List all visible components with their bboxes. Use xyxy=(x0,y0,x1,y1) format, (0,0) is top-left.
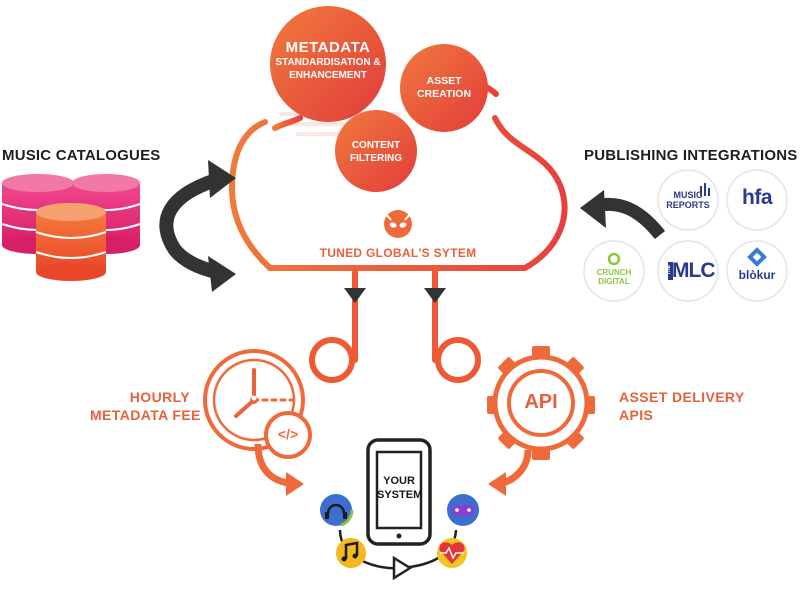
down-arrow-right xyxy=(424,288,446,303)
publishing-integrations-title: PUBLISHING INTEGRATIONS xyxy=(584,147,798,164)
asset-creation-circle xyxy=(400,44,488,132)
system-label: TUNED GLOBAL'S SYTEM xyxy=(319,246,477,260)
smartphone-icon xyxy=(366,438,432,546)
tuned-global-logo-icon xyxy=(384,210,412,238)
heart-rate-icon xyxy=(437,538,467,568)
music-reports-line1: MUSIC xyxy=(673,190,703,200)
hourly-line1: HOURLY xyxy=(129,389,190,405)
arrow-to-system-left xyxy=(254,443,304,496)
hourly-metadata-fee-label: HOURLY METADATA FEE xyxy=(90,388,201,424)
crunch-digital-logo-icon xyxy=(607,252,621,266)
clock-icon xyxy=(203,349,305,451)
the-mlc-logo-icon xyxy=(668,262,673,280)
metadata-circle xyxy=(270,6,386,122)
music-note-icon xyxy=(336,538,366,568)
bidirectional-arrow-icon xyxy=(159,160,236,292)
hourly-line2: METADATA FEE xyxy=(90,407,201,423)
content-filtering-circle xyxy=(335,110,417,192)
metadata-circle-text: METADATA STANDARDISATION & ENHANCEMENT xyxy=(270,30,386,90)
code-badge: </> xyxy=(277,426,299,442)
asset-delivery-line1: ASSET DELIVERY xyxy=(619,389,745,405)
code-icon xyxy=(264,411,312,459)
asset-delivery-line2: APIS xyxy=(619,407,654,423)
crunch-digital-logo: CRUNCH DIGITAL xyxy=(596,268,632,286)
inbound-arrow-icon xyxy=(580,190,666,240)
gamepad-icon xyxy=(447,494,479,526)
the-mlc-logo: MLC xyxy=(672,259,716,282)
catalogue-databases xyxy=(1,174,141,281)
music-reports-logo-icon xyxy=(700,183,710,196)
api-gear-icon xyxy=(487,346,595,460)
your-system-label: YOUR SYSTEM xyxy=(377,475,423,501)
metadata-subtitle: STANDARDISATION & ENHANCEMENT xyxy=(275,56,381,81)
blokur-logo: blòkur xyxy=(738,268,776,282)
music-reports-line2: REPORTS xyxy=(666,200,710,210)
metadata-title: METADATA xyxy=(285,38,371,56)
hfa-logo: hfa xyxy=(742,186,773,209)
down-arrow-left xyxy=(344,288,366,303)
asset-delivery-apis-label: ASSET DELIVERY APIS xyxy=(619,388,759,424)
logo-circles xyxy=(583,169,788,302)
cloud-connectors xyxy=(309,269,481,383)
music-reports-logo: MUSIC REPORTS xyxy=(660,190,716,210)
asset-creation-label: ASSET CREATION xyxy=(416,75,472,100)
content-filtering-label: CONTENT FILTERING xyxy=(349,140,403,164)
arrow-to-system-right xyxy=(488,449,532,496)
headphones-icon xyxy=(318,492,354,528)
api-badge: API xyxy=(524,391,558,413)
music-catalogues-title: MUSIC CATALOGUES xyxy=(2,147,161,164)
